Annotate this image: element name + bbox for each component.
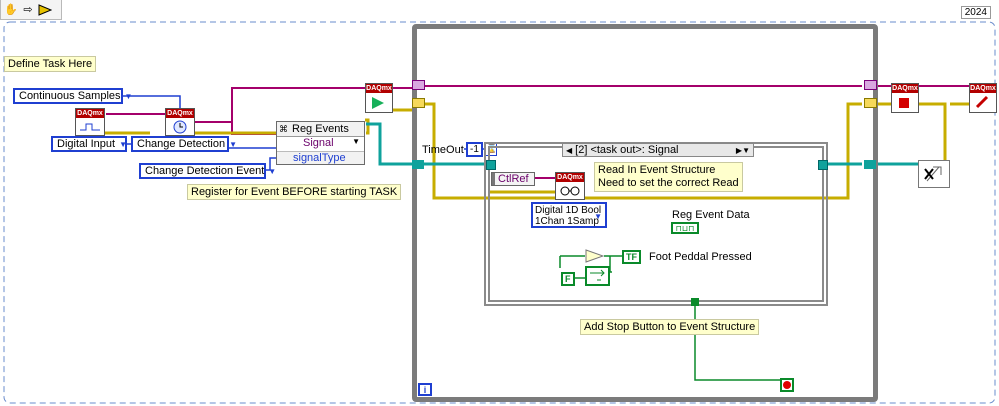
- dynamic-event-terminal-icon: [818, 160, 828, 170]
- daqmx-header: DAQmx: [556, 173, 584, 182]
- sample-mode-control[interactable]: Continuous Samples ▼: [13, 88, 132, 104]
- enum-wire: [265, 157, 280, 171]
- event-data-marker: [492, 173, 495, 185]
- daqmx-header: DAQmx: [892, 84, 918, 93]
- reg-events-signal-type: signalType: [293, 152, 346, 164]
- event-data-node[interactable]: CtlRef: [491, 172, 535, 186]
- timing-type-value: Change Detection: [137, 138, 226, 150]
- foot-pedal-label: Foot Peddal Pressed: [649, 251, 752, 263]
- reg-events-title: Reg Events: [292, 123, 349, 135]
- iteration-terminal-icon: i: [418, 383, 432, 396]
- vi-frame: [3, 21, 996, 404]
- select-node[interactable]: [585, 266, 610, 286]
- define-task-label: Define Task Here: [4, 56, 97, 72]
- year-badge: 2024: [960, 6, 991, 19]
- event-tunnel-bottom-icon: [691, 298, 699, 306]
- daqmx-header: DAQmx: [166, 109, 194, 118]
- event-type-control[interactable]: Change Detection Event ▼: [139, 163, 276, 179]
- register-events-node[interactable]: ⌘ Reg Events Signal ▼ signalType: [276, 121, 365, 165]
- dropdown-arrow-icon[interactable]: ▼: [352, 137, 360, 146]
- dropdown-arrow-icon[interactable]: ▼: [124, 91, 133, 101]
- timeout-label: TimeOut: [422, 144, 464, 156]
- create-channel-icon: [76, 118, 104, 135]
- event-wire: [366, 122, 412, 166]
- dropdown-arrow-icon[interactable]: ▼: [119, 139, 128, 149]
- read-glasses-icon: [556, 182, 584, 199]
- dropdown-arrow-icon[interactable]: ▼: [268, 166, 277, 176]
- shift-register-right-icon[interactable]: [864, 80, 877, 90]
- ctlref-label: CtlRef: [498, 173, 529, 185]
- dynamic-event-terminal-icon: [486, 160, 496, 170]
- shift-register-right-error-icon[interactable]: [864, 98, 877, 108]
- channel-type-control[interactable]: Digital Input ▼: [51, 136, 127, 152]
- case-selector-label: [2] <task out>: Signal: [575, 144, 679, 156]
- daqmx-header: DAQmx: [76, 109, 104, 118]
- sample-mode-value: Continuous Samples: [19, 90, 121, 102]
- bool-wire: [559, 255, 585, 268]
- stop-terminal-icon[interactable]: [780, 378, 794, 392]
- event-case-selector[interactable]: ◀ [2] <task out>: Signal ▶▼: [562, 143, 754, 157]
- event-tunnel-left-icon: [412, 160, 424, 169]
- toolbar: ✋ ⇨: [0, 0, 62, 20]
- event-type-value: Change Detection Event: [145, 165, 265, 177]
- register-events-header: ⌘ Reg Events: [277, 122, 364, 137]
- foot-pedal-indicator: TF: [622, 250, 641, 264]
- enum-wire: [120, 95, 181, 108]
- daqmx-header: DAQmx: [366, 84, 392, 93]
- dropdown-arrow-icon[interactable]: ▼: [229, 139, 237, 149]
- index-array-node[interactable]: [585, 249, 605, 263]
- false-constant[interactable]: F: [561, 272, 575, 286]
- reg-event-data-indicator: ⊓⊔⊓: [671, 222, 699, 234]
- task-wire: [195, 87, 365, 123]
- read-poly-line2: 1Chan 1Samp: [535, 216, 599, 227]
- reg-event-data-label: Reg Event Data: [672, 209, 750, 221]
- read-note-label: Read In Event Structure Need to set the …: [594, 162, 743, 192]
- arrow-tool-icon[interactable]: ⇨: [23, 4, 33, 16]
- stop-dot: [783, 381, 791, 389]
- daqmx-read-node[interactable]: DAQmx: [555, 172, 585, 200]
- daqmx-timing-node[interactable]: DAQmx: [165, 108, 195, 136]
- run-vi-icon[interactable]: [38, 3, 52, 17]
- timeout-control[interactable]: -1: [466, 142, 483, 157]
- stop-square-icon: [892, 93, 918, 112]
- timing-type-control[interactable]: Change Detection ▼: [131, 136, 237, 152]
- stop-note-label: Add Stop Button to Event Structure: [580, 319, 760, 335]
- hand-tool-icon[interactable]: ✋: [4, 4, 18, 16]
- read-polymorphic-selector[interactable]: Digital 1D Bool 1Chan 1Samp ▼: [531, 202, 607, 228]
- bool-wire: [609, 256, 612, 273]
- reg-events-icon: ⌘: [279, 123, 288, 134]
- error-wire: [365, 118, 370, 135]
- shift-register-left-error-icon[interactable]: [412, 98, 425, 108]
- daqmx-header: DAQmx: [970, 84, 996, 93]
- prev-case-arrow-icon[interactable]: ◀: [566, 145, 573, 155]
- shift-register-left-icon[interactable]: [412, 80, 425, 90]
- clear-task-icon: [970, 93, 996, 112]
- clock-icon: [166, 118, 194, 135]
- error-wire: [918, 102, 947, 180]
- next-case-arrow-icon[interactable]: ▶▼: [735, 145, 750, 155]
- daqmx-stop-task-node[interactable]: DAQmx: [891, 83, 919, 113]
- read-poly-line1: Digital 1D Bool: [535, 205, 602, 216]
- start-arrow-icon: [366, 93, 392, 112]
- read-note-line2: Need to set the correct Read: [598, 177, 739, 189]
- daqmx-start-task-node[interactable]: DAQmx: [365, 83, 393, 113]
- unregister-events-node[interactable]: [918, 160, 950, 188]
- read-note-line1: Read In Event Structure: [598, 164, 716, 176]
- reg-events-row[interactable]: Signal ▼: [277, 137, 364, 152]
- error-wire: [424, 102, 862, 200]
- event-tunnel-right-icon: [864, 160, 876, 169]
- while-loop: [412, 24, 878, 402]
- daqmx-clear-task-node[interactable]: DAQmx: [969, 83, 997, 113]
- daqmx-create-channel-node[interactable]: DAQmx: [75, 108, 105, 136]
- register-note-label: Register for Event BEFORE starting TASK: [187, 184, 402, 200]
- reg-events-row: signalType: [277, 152, 364, 166]
- reg-events-signal: Signal: [303, 137, 334, 149]
- channel-type-value: Digital Input: [57, 138, 116, 150]
- dropdown-arrow-icon[interactable]: ▼: [594, 212, 602, 221]
